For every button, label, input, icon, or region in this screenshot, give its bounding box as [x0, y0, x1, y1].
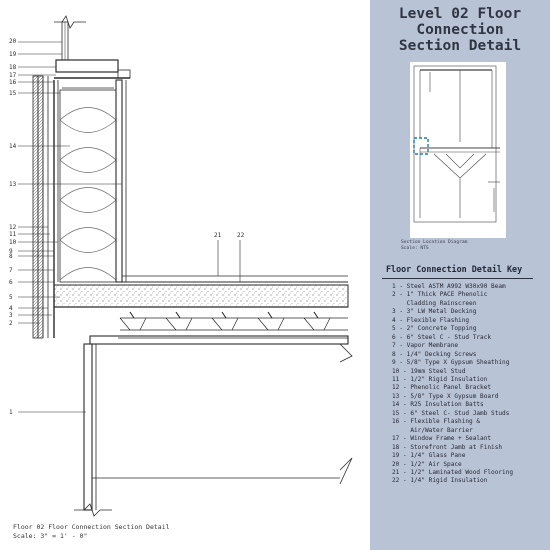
key-item: 20 - 1/2" Air Space [392, 460, 462, 468]
label-7: 7 [9, 267, 13, 274]
key-item: 22 - 1/4" Rigid Insulation [392, 477, 488, 485]
drawing-caption-scale: Scale: 3" = 1' - 0" [13, 532, 88, 540]
key-item: 15 - 6" Steel C- Stud Jamb Studs [392, 409, 510, 417]
key-item: 2 - 1" Thick PACE Phenolic [392, 291, 488, 299]
steel-beam-web [83, 343, 93, 511]
key-item: 11 - 1/2" Rigid Insulation [392, 375, 488, 383]
key-item: 1 - Steel ASTM A992 W30x90 Beam [392, 283, 506, 290]
label-20: 20 [9, 38, 17, 45]
label-19: 19 [9, 51, 17, 58]
section-location-diagram [410, 62, 506, 238]
panel-title-line-1: Level 02 Floor [398, 6, 522, 22]
insulation-batts [59, 89, 117, 283]
key-item: 17 - Window Frame + Sealant [392, 435, 492, 443]
label-17: 17 [9, 72, 17, 79]
key-item: 3 - 3" LW Metal Decking [392, 308, 477, 316]
label-11: 11 [9, 231, 17, 238]
key-item: Air/Water Barrier [392, 426, 473, 434]
label-1: 1 [9, 409, 13, 416]
key-item: 10 - 19mm Steel Stud [392, 367, 466, 375]
key-item: Cladding Rainscreen [392, 299, 477, 307]
top-break-line [54, 15, 86, 29]
bottom-break-line [74, 503, 112, 517]
label-4: 4 [9, 305, 13, 312]
concrete-topping [53, 284, 349, 308]
key-item: 9 - 5/8" Type X Gypsum Sheathing [392, 359, 510, 367]
key-item: 16 - Flexible Flashing & [392, 418, 481, 426]
key-item: 4 - Flexible Flashing [392, 316, 470, 324]
label-6: 6 [9, 279, 13, 286]
label-2: 2 [9, 320, 13, 327]
label-12: 12 [9, 224, 17, 231]
panel-title-line-2: Connection [416, 22, 504, 38]
label-16: 16 [9, 79, 17, 86]
key-item: 21 - 1/2" Laminated Wood Flooring [392, 468, 514, 476]
key-item: 6 - 6" Steel C - Stud Track [392, 333, 492, 341]
label-5: 5 [9, 294, 13, 301]
location-scale: Scale: NTS [401, 246, 429, 251]
key-item: 14 - R25 Insulation Batts [392, 401, 484, 409]
location-caption: Section Location Diagram [401, 240, 468, 245]
window-frame [55, 59, 119, 73]
label-9: 9 [9, 248, 13, 255]
key-title: Floor Connection Detail Key [386, 264, 523, 274]
key-item: 19 - 1/4" Glass Pane [392, 452, 466, 460]
metal-decking [119, 317, 348, 331]
label-18: 18 [9, 64, 17, 71]
label-3: 3 [9, 312, 13, 319]
label-22: 22 [237, 232, 245, 239]
label-13: 13 [9, 181, 17, 188]
steel-beam-top-flange [89, 335, 349, 345]
drawing-caption-title: Floor 02 Floor Connection Section Detail [13, 523, 170, 531]
label-10: 10 [9, 239, 17, 246]
jamb-stud [115, 79, 123, 283]
key-item: 5 - 2" Concrete Topping [392, 325, 477, 333]
label-14: 14 [9, 143, 17, 150]
key-item: 13 - 5/8" Type X Gypsum Board [392, 392, 499, 400]
section-callout [413, 137, 429, 155]
key-item: 18 - Storefront Jamb at Finish [392, 443, 503, 451]
label-15: 15 [9, 90, 17, 97]
label-21: 21 [214, 232, 222, 239]
key-divider [382, 278, 533, 280]
key-item: 8 - 1/4" Decking Screws [392, 350, 477, 358]
panel-title-line-3: Section Detail [398, 38, 522, 54]
cladding-rainscreen [32, 75, 39, 339]
label-8: 8 [9, 253, 13, 260]
section-detail-drawing: 20 19 18 17 16 15 14 13 12 11 10 9 8 7 6… [9, 15, 353, 517]
key-item: 12 - Phenolic Panel Bracket [392, 384, 492, 392]
key-item: 7 - Vapor Membrane [392, 342, 459, 350]
